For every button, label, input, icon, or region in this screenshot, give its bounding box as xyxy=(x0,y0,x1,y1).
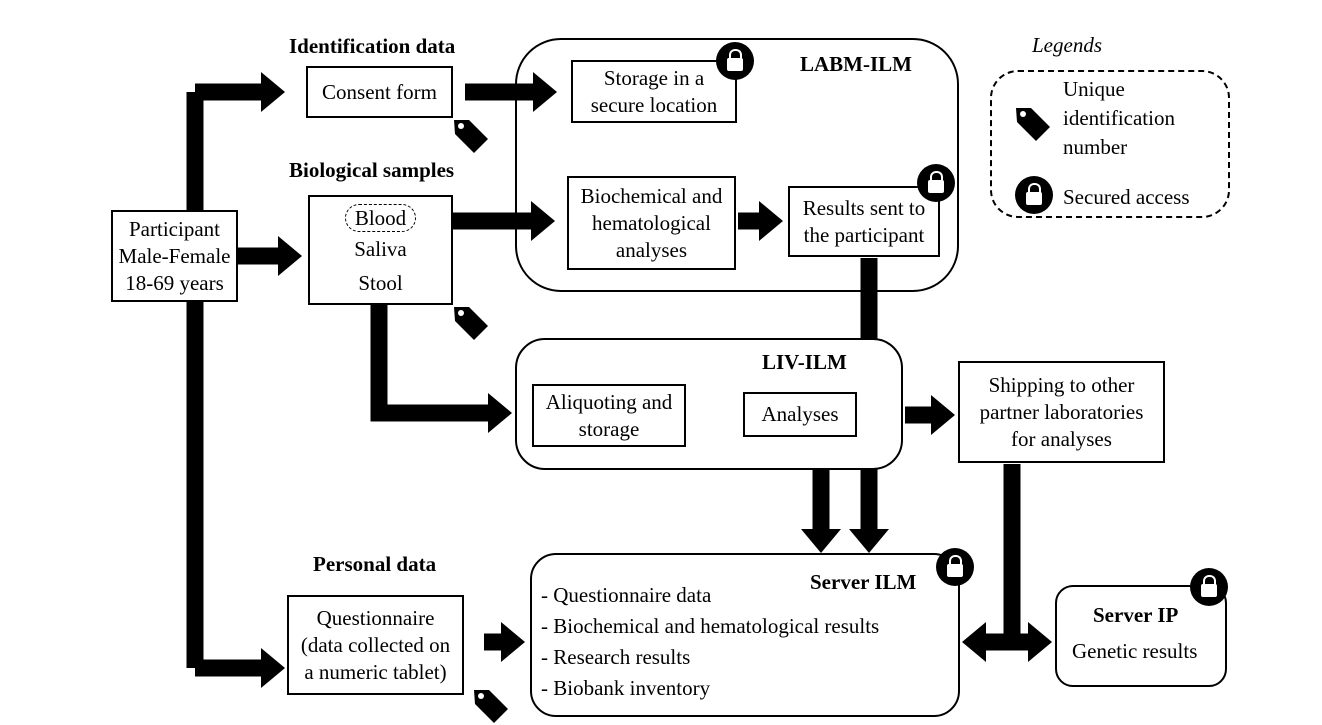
arrow-to-questionnaire-arrowhead xyxy=(261,648,285,688)
labm-ilm-title: LABM-ILM xyxy=(800,52,912,76)
arrow-to-aliquoting-shaft xyxy=(370,305,492,422)
list-item: - Questionnaire data xyxy=(541,583,712,607)
padlock-icon xyxy=(1190,568,1228,606)
arrow-analyses-to-server-arrowhead xyxy=(801,529,841,553)
liv-ilm-title: LIV-ILM xyxy=(762,350,847,374)
questionnaire-box: Questionnaire (data collected on a numer… xyxy=(287,595,464,695)
legend-box xyxy=(990,70,1230,218)
results-sent-box: Results sent to the participant xyxy=(788,186,940,257)
legend-lock-label: Secured access xyxy=(1063,185,1190,209)
price-tag-icon xyxy=(454,307,488,340)
list-item: - Biobank inventory xyxy=(541,676,711,700)
arrow-to-shipping-arrowhead xyxy=(931,395,955,435)
biological-samples-box: Blood Saliva Stool xyxy=(308,195,453,305)
padlock-icon xyxy=(716,42,754,80)
legend-title: Legends xyxy=(1032,33,1102,57)
arrow-to-server-ilm-arrowhead xyxy=(962,622,986,662)
padlock-icon xyxy=(1015,176,1053,214)
list-item: - Research results xyxy=(541,645,691,669)
server-ip-content: Genetic results xyxy=(1072,639,1198,663)
arrow-to-samples-arrowhead xyxy=(278,236,302,276)
arrow-to-results-arrowhead xyxy=(759,201,783,241)
server-ip-title: Server IP xyxy=(1093,603,1179,627)
arrow-to-biochem-arrowhead xyxy=(531,201,555,241)
server-ilm-group xyxy=(530,553,960,717)
labm-ilm-group xyxy=(515,38,959,292)
arrow-to-server-ip-arrowhead xyxy=(1028,622,1052,662)
arrow-to-consent-arrowhead xyxy=(261,72,285,112)
biochem-analyses-box: Biochemical and hematological analyses xyxy=(567,176,736,270)
server-ilm-title: Server ILM xyxy=(810,570,917,594)
list-item: - Biochemical and hematological results xyxy=(541,614,880,638)
price-tag-icon xyxy=(1016,108,1050,141)
server-ilm-list: - Questionnaire data - Biochemical and h… xyxy=(541,580,879,704)
price-tag-icon xyxy=(454,120,488,153)
aliquoting-box: Aliquoting and storage xyxy=(532,384,686,447)
arrow-results-to-server-arrowhead xyxy=(849,529,889,553)
storage-box: Storage in a secure location xyxy=(571,60,737,123)
legend-tag-label: Unique identification number xyxy=(1063,77,1175,159)
padlock-icon xyxy=(917,164,955,202)
arrow-to-aliquoting-arrowhead xyxy=(488,393,512,433)
identification-heading: Identification data xyxy=(289,34,456,58)
analyses-box: Analyses xyxy=(743,392,857,437)
personal-heading: Personal data xyxy=(313,552,437,576)
padlock-icon xyxy=(936,548,974,586)
consent-form-box: Consent form xyxy=(306,66,453,118)
participant-box: Participant Male-Female 18-69 years xyxy=(111,210,238,302)
biological-heading: Biological samples xyxy=(289,158,455,182)
blood-sample-label: Blood xyxy=(344,204,417,232)
arrow-questionnaire-to-server-arrowhead xyxy=(501,622,525,662)
other-samples-label: Saliva Stool xyxy=(354,237,407,295)
price-tag-icon xyxy=(474,690,508,723)
shipping-box: Shipping to other partner laboratories f… xyxy=(958,361,1165,463)
